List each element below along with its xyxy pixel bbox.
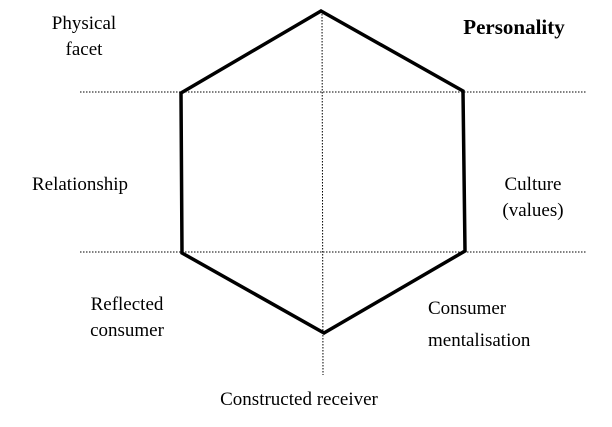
label-line: (values) [502,200,564,221]
label-line: facet [65,39,103,60]
hexagon [179,8,467,336]
label-line: Culture [504,174,562,195]
label-line: Reflected [90,294,164,315]
label-line: Consumer [428,298,507,319]
culture-label: Culture (values) [483,172,583,224]
personality-title: Personality [463,15,565,39]
vertical-dotted-line [321,10,324,376]
consumer-mentalisation-label: Consumer mentalisation [428,296,530,354]
physical-facet-label: Physical facet [34,11,134,63]
relationship-label: Relationship [31,174,129,195]
label-line: mentalisation [428,330,531,351]
reflected-consumer-label: Reflected consumer [77,292,177,344]
constructed-receiver-label: Constructed receiver [220,389,378,410]
label-line: Physical [51,13,117,34]
label-line: consumer [90,320,164,341]
